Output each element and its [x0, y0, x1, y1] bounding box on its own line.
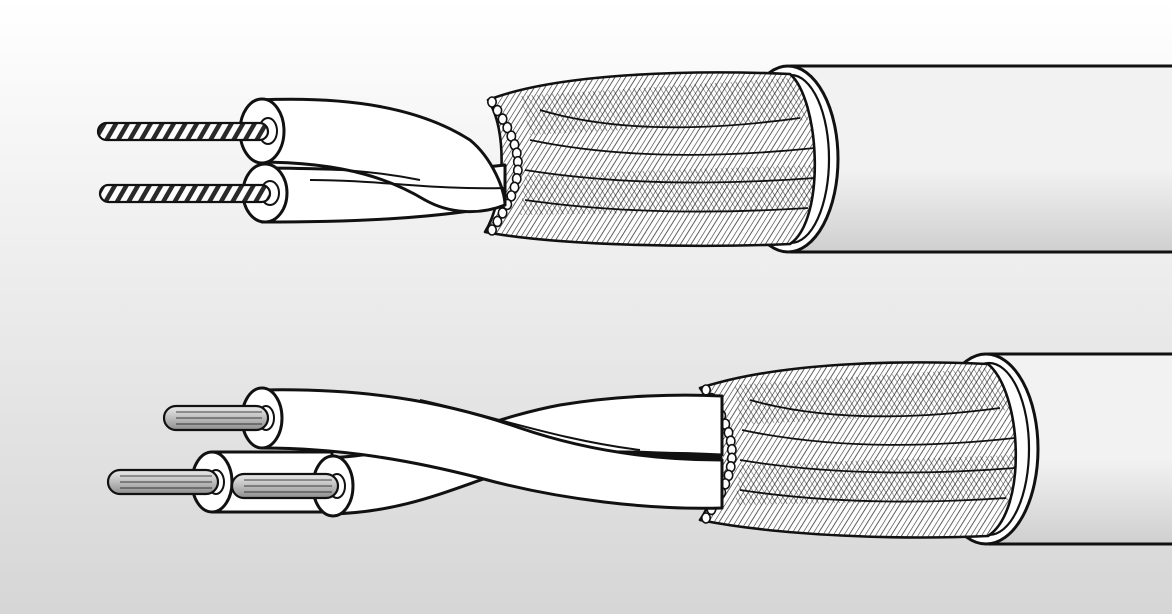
- cable-three-conductor: [106, 352, 1172, 546]
- cable-two-conductor: [96, 64, 1172, 254]
- braid-strand-end: [492, 215, 503, 228]
- braid-strand-end: [486, 96, 497, 108]
- braid-strand-end: [497, 207, 508, 219]
- braid-strand-end: [492, 104, 503, 117]
- braid-strand-end: [486, 224, 497, 236]
- braided-shield: [698, 361, 1018, 539]
- braid-strand-ends: [486, 96, 523, 236]
- bare-conductor-lower: [98, 183, 272, 204]
- bare-conductor-top: [162, 404, 270, 432]
- braided-shield: [483, 71, 817, 248]
- braid-strand-end: [700, 512, 711, 524]
- bare-conductor-upper: [96, 121, 270, 142]
- braid-strand-end: [497, 113, 508, 125]
- insulated-conductors: [238, 97, 507, 224]
- braid-strand-end: [502, 121, 513, 134]
- braid-strand-end: [506, 190, 517, 202]
- bare-conductor-middle: [230, 472, 340, 500]
- bare-conductor-left: [106, 468, 220, 496]
